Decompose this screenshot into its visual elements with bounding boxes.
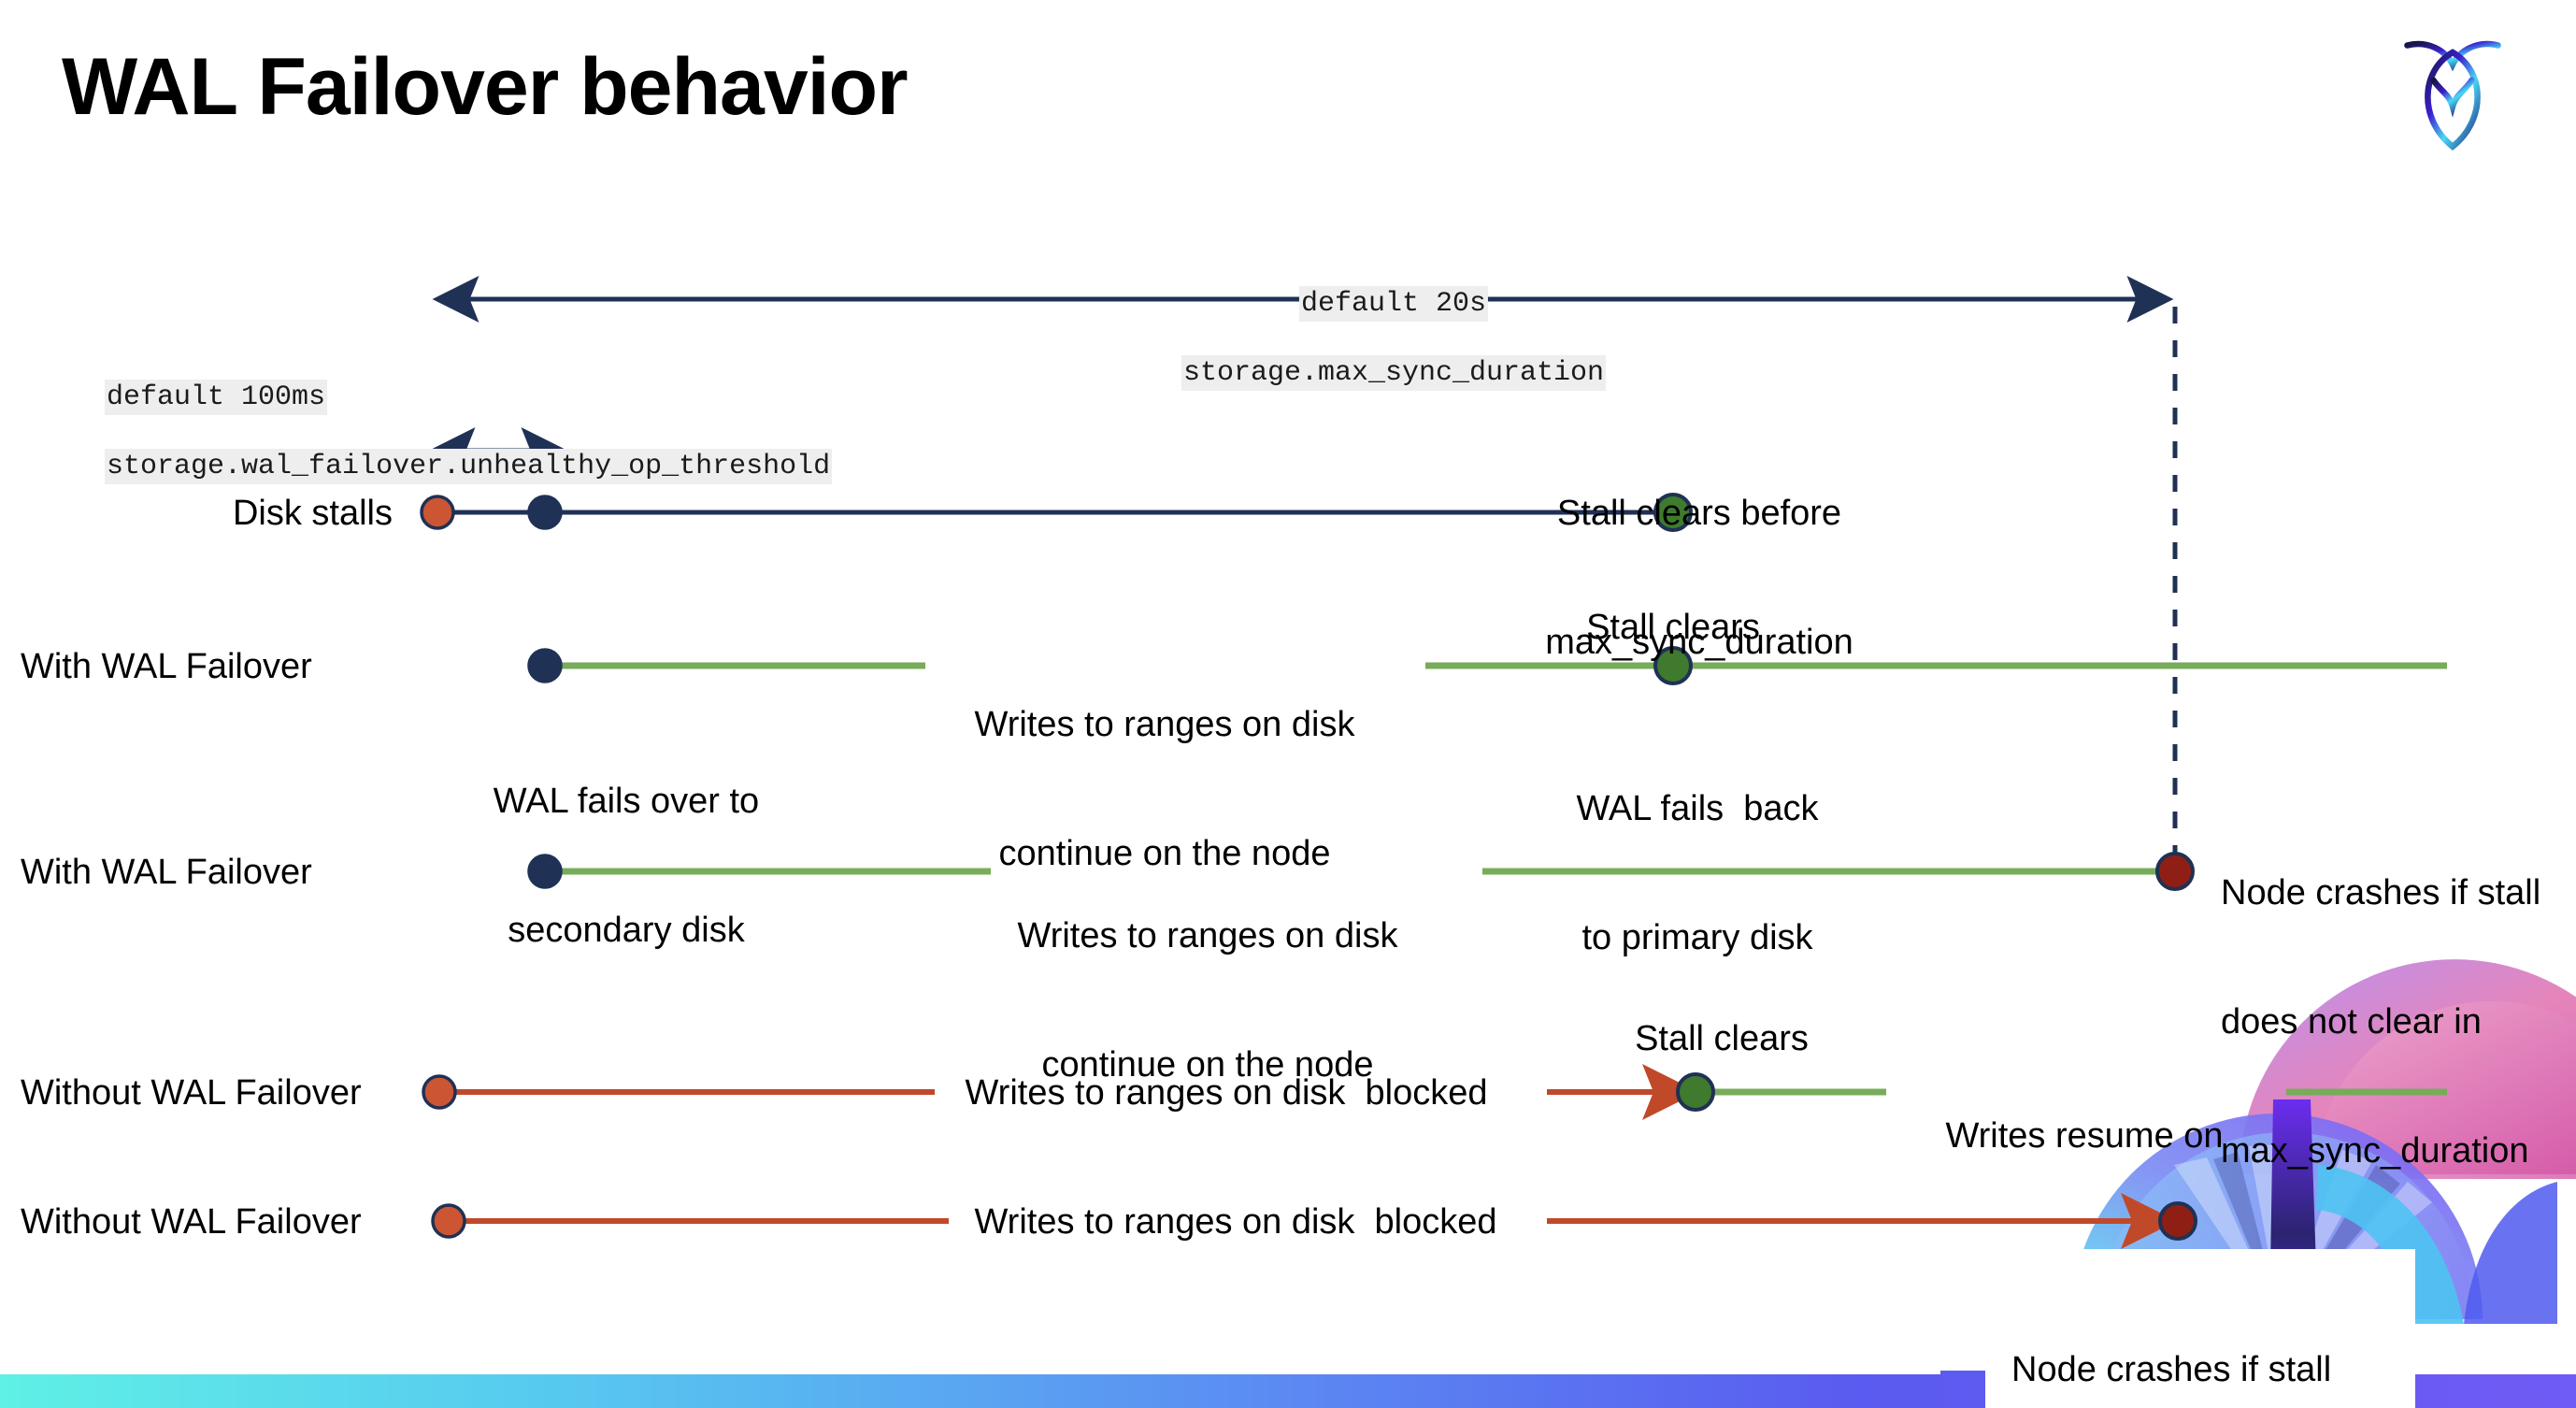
note-stall-clears-before: Stall clears before max_sync_duration bbox=[1545, 406, 1853, 750]
note-line-1: Stall clears before bbox=[1556, 494, 1842, 533]
row-label-without-wal-failover-2: Without WAL Failover bbox=[21, 1202, 362, 1242]
stall-clears-dot-2 bbox=[1653, 646, 1693, 685]
row-with-failover-2-track bbox=[527, 852, 2195, 891]
note-line-2: to primary disk bbox=[1581, 918, 1813, 957]
note-line-1: WAL fails back bbox=[1576, 789, 1819, 828]
note-line-1: Node crashes if stall bbox=[2011, 1350, 2332, 1389]
node-crash-callout-card: Node crashes if stall does not clear in … bbox=[1985, 1249, 2415, 1408]
note-line-1: Writes resume on bbox=[1945, 1116, 2224, 1156]
node-crash-dot-1 bbox=[2155, 852, 2195, 891]
note-line-2: does not clear in bbox=[2221, 1002, 2482, 1042]
row-with-failover-1-track bbox=[527, 646, 2447, 685]
row-label-disk-stalls: Disk stalls bbox=[232, 494, 393, 533]
cockroach-labs-logo-icon bbox=[2404, 40, 2501, 151]
row-disk-stalls-track bbox=[420, 493, 1693, 532]
row-without-failover-1-track bbox=[422, 1064, 2447, 1120]
note-writes-continue-1: Writes to ranges on disk continue on the… bbox=[975, 617, 1355, 961]
row-label-without-wal-failover-1: Without WAL Failover bbox=[21, 1073, 362, 1113]
page-title: WAL Failover behavior bbox=[62, 42, 909, 132]
note-wal-fails-back: WAL fails back to primary disk bbox=[1576, 701, 1818, 1045]
failover-trigger-dot bbox=[527, 495, 563, 530]
row-label-with-wal-failover-2: With WAL Failover bbox=[21, 853, 312, 892]
max-sync-default-value: default 20s bbox=[1298, 286, 1489, 322]
node-crash-dot-2 bbox=[2158, 1201, 2197, 1241]
note-line-1: Node crashes if stall bbox=[2221, 873, 2541, 912]
note-writes-blocked-1: Writes to ranges on disk blocked bbox=[965, 1073, 1488, 1113]
stall-start-dot-3 bbox=[431, 1203, 466, 1239]
note-writes-continue-2: Writes to ranges on disk continue on the… bbox=[1018, 828, 1398, 1172]
stall-clears-dot bbox=[1653, 493, 1693, 532]
max-sync-setting-name: storage.max_sync_duration bbox=[1181, 355, 1607, 391]
note-line-2: max_sync_duration bbox=[1545, 623, 1853, 662]
wal-failover-dot-2 bbox=[527, 854, 563, 889]
note-stall-clears-2: Stall clears bbox=[1635, 1019, 1809, 1058]
unhealthy-default-value: default 100ms bbox=[105, 380, 328, 415]
note-line-2: continue on the node bbox=[1041, 1045, 1374, 1085]
note-node-crashes-2: Node crashes if stall does not clear in … bbox=[1985, 1249, 2415, 1408]
unhealthy-setting-name: storage.wal_failover.unhealthy_op_thresh… bbox=[105, 449, 833, 484]
note-writes-blocked-2: Writes to ranges on disk blocked bbox=[974, 1202, 1497, 1242]
max-sync-duration-annotation: default 20s storage.max_sync_duration bbox=[1114, 252, 1607, 424]
wal-failover-dot bbox=[527, 648, 563, 683]
row-label-with-wal-failover-1: With WAL Failover bbox=[21, 647, 312, 686]
note-line-3: max_sync_duration bbox=[2221, 1131, 2529, 1171]
row-without-failover-2-track bbox=[431, 1193, 2197, 1249]
note-wal-fails-over: WAL fails over to secondary disk bbox=[494, 694, 759, 1038]
stall-clears-dot-3 bbox=[1676, 1072, 1715, 1112]
note-line-2: secondary disk bbox=[508, 911, 745, 950]
note-node-crashes-1: Node crashes if stall does not clear in … bbox=[2221, 785, 2540, 1258]
note-line-1: WAL fails over to bbox=[493, 782, 760, 821]
stall-start-dot bbox=[420, 495, 455, 530]
unhealthy-threshold-annotation: default 100ms storage.wal_failover.unhea… bbox=[37, 346, 833, 518]
stall-start-dot-2 bbox=[422, 1074, 457, 1110]
note-line-1: Writes to ranges on disk bbox=[1017, 916, 1398, 955]
note-line-2: continue on the node bbox=[998, 834, 1331, 873]
note-line-1: Writes to ranges on disk bbox=[974, 705, 1355, 744]
note-stall-clears-1: Stall clears bbox=[1586, 608, 1760, 647]
